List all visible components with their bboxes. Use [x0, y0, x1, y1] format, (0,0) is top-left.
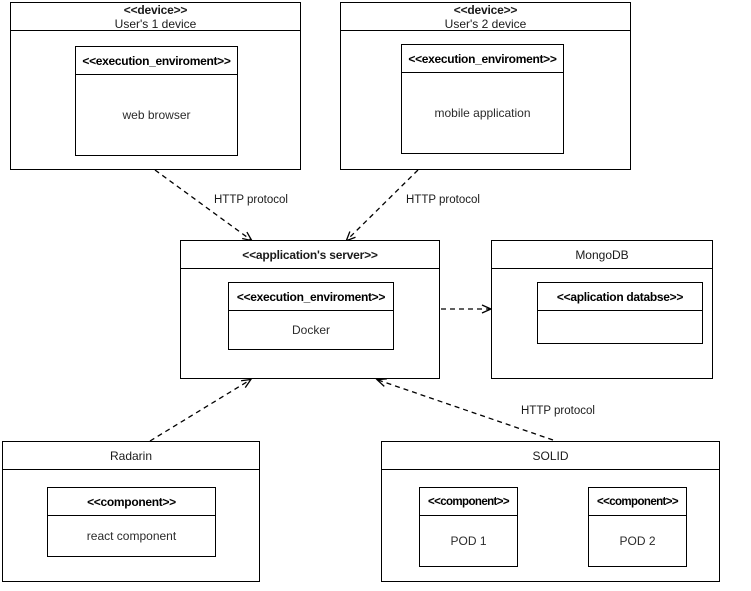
node-mongodb-header: MongoDB — [492, 241, 712, 269]
artifact-mobile-application[interactable]: <<execution_enviroment>> mobile applicat… — [401, 44, 564, 154]
node-application-server-title: <<application's server>> — [242, 247, 378, 262]
node-mongodb[interactable]: MongoDB <<aplication databse>> — [491, 240, 713, 379]
node-mongodb-body: <<aplication databse>> — [492, 269, 712, 378]
node-solid-header: SOLID — [382, 442, 719, 470]
edge-radarin-to-server — [149, 378, 253, 442]
node-application-server-header: <<application's server>> — [181, 241, 439, 269]
artifact-docker[interactable]: <<execution_enviroment>> Docker — [228, 282, 394, 350]
component-react-component-stereotype: <<component>> — [48, 488, 215, 516]
artifact-web-browser[interactable]: <<execution_enviroment>> web browser — [75, 46, 238, 156]
artifact-mobile-application-stereotype: <<execution_enviroment>> — [402, 45, 563, 73]
node-user2-device-title: User's 2 device — [444, 16, 527, 31]
artifact-web-browser-stereotype: <<execution_enviroment>> — [76, 47, 237, 75]
component-pod-2-stereotype: <<component>> — [589, 488, 686, 516]
component-pod-1[interactable]: <<component>> POD 1 — [419, 487, 518, 567]
node-radarin[interactable]: Radarin <<component>> react component — [2, 441, 260, 582]
node-user1-device-stereotype: <<device>> — [123, 2, 188, 17]
node-radarin-title: Radarin — [109, 448, 153, 463]
edge-label-user2-http: HTTP protocol — [406, 194, 480, 206]
component-pod-1-stereotype: <<component>> — [420, 488, 517, 516]
component-pod-1-label: POD 1 — [450, 534, 487, 548]
artifact-mobile-application-label: mobile application — [434, 106, 531, 120]
node-solid-title: SOLID — [532, 448, 569, 463]
node-mongodb-title: MongoDB — [575, 247, 629, 262]
component-react-component-label: react component — [86, 529, 177, 543]
node-user2-device-body: <<execution_enviroment>> mobile applicat… — [341, 31, 630, 169]
artifact-application-database-stereotype: <<aplication databse>> — [538, 283, 702, 311]
artifact-docker-stereotype: <<execution_enviroment>> — [229, 283, 393, 311]
node-radarin-header: Radarin — [3, 442, 259, 470]
node-radarin-body: <<component>> react component — [3, 470, 259, 581]
node-user1-device-title: User's 1 device — [114, 16, 197, 31]
artifact-application-database-label — [538, 311, 702, 343]
artifact-application-database[interactable]: <<aplication databse>> — [537, 282, 703, 344]
node-application-server-body: <<execution_enviroment>> Docker — [181, 269, 439, 378]
node-user2-device-stereotype: <<device>> — [453, 2, 518, 17]
node-user2-device[interactable]: <<device>> User's 2 device <<execution_e… — [340, 2, 631, 170]
node-user1-device-header: <<device>> User's 1 device — [11, 3, 300, 31]
node-solid[interactable]: SOLID <<component>> POD 1 <<component>> … — [381, 441, 720, 582]
node-solid-body: <<component>> POD 1 <<component>> POD 2 — [382, 470, 719, 581]
artifact-docker-label: Docker — [291, 323, 330, 337]
node-application-server[interactable]: <<application's server>> <<execution_env… — [180, 240, 440, 379]
component-pod-2-label: POD 2 — [619, 534, 656, 548]
artifact-web-browser-label: web browser — [122, 108, 191, 122]
edge-label-user1-http: HTTP protocol — [214, 194, 288, 206]
component-react-component[interactable]: <<component>> react component — [47, 487, 216, 557]
node-user2-device-header: <<device>> User's 2 device — [341, 3, 630, 31]
edge-label-solid-http: HTTP protocol — [521, 405, 595, 417]
node-user1-device[interactable]: <<device>> User's 1 device <<execution_e… — [10, 2, 301, 170]
node-user1-device-body: <<execution_enviroment>> web browser — [11, 31, 300, 169]
component-pod-2[interactable]: <<component>> POD 2 — [588, 487, 687, 567]
